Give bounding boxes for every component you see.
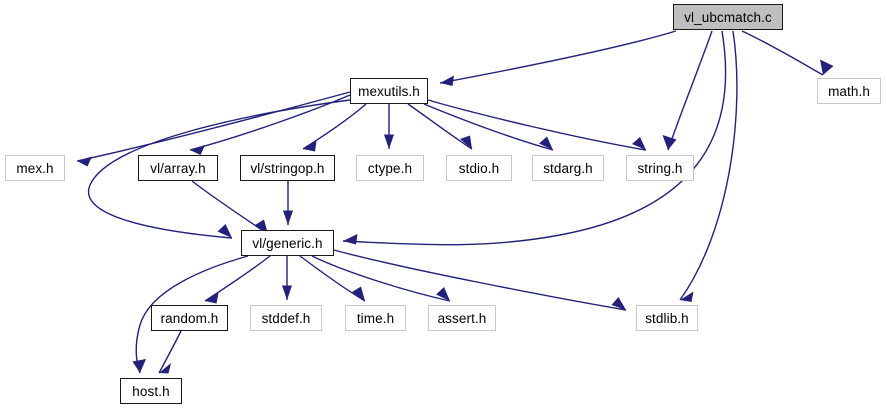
edge-vl_ubcmatch_c-to-vl_generic_h (342, 30, 727, 246)
edge-line (302, 103, 367, 150)
graph-node-string-h[interactable]: string.h (626, 155, 694, 181)
edge-line (427, 99, 647, 151)
edge-line (342, 30, 727, 246)
arrowhead-icon (283, 210, 293, 225)
arrowhead-icon (820, 59, 834, 75)
arrowhead-icon (680, 291, 694, 302)
graph-node-mexutils-h[interactable]: mexutils.h (350, 78, 428, 104)
edge-line (189, 94, 351, 151)
edge-random_h-to-host_h (158, 330, 182, 374)
edge-line (191, 180, 269, 235)
graph-node-vl-array-h[interactable]: vl/array.h (138, 155, 218, 181)
edge-mexutils_h-to-vl_array_h (189, 94, 351, 155)
graph-node-math-h[interactable]: math.h (817, 78, 881, 104)
arrowhead-icon (384, 134, 394, 149)
edge-line (87, 99, 351, 239)
arrowhead-icon (217, 224, 232, 238)
edge-mexutils_h-to-mex_h (76, 91, 351, 167)
edge-vl_generic_h-to-random_h (204, 255, 271, 304)
graph-node-stdarg-h[interactable]: stdarg.h (532, 155, 604, 181)
arrowhead-icon (159, 363, 171, 374)
graph-node-mex-h[interactable]: mex.h (5, 155, 65, 181)
edge-line (333, 249, 627, 311)
graph-node-stdlib-h[interactable]: stdlib.h (636, 305, 698, 331)
graph-node-random-h[interactable]: random.h (151, 305, 228, 331)
arrowhead-icon (632, 137, 646, 150)
edge-line (311, 255, 451, 302)
edge-vl_generic_h-to-time_h (299, 255, 366, 302)
edge-line (667, 30, 713, 151)
edge-mexutils_h-to-stdarg_h (423, 103, 554, 151)
edge-mexutils_h-to-vl_generic_h (87, 99, 351, 239)
edge-line (423, 103, 554, 151)
edge-line (407, 103, 473, 150)
arrowhead-icon (539, 136, 553, 150)
edge-vl_array_h-to-vl_generic_h (191, 180, 269, 235)
edge-line (204, 255, 271, 302)
edge-line (158, 330, 182, 374)
arrowhead-icon (343, 234, 358, 245)
arrowhead-icon (662, 135, 677, 150)
edge-vl_generic_h-to-host_h (132, 255, 249, 374)
arrowhead-icon (611, 297, 626, 310)
arrowhead-icon (282, 285, 292, 300)
graph-node-vl-ubcmatch-c[interactable]: vl_ubcmatch.c (673, 4, 783, 30)
arrowhead-icon (132, 359, 146, 373)
edge-vl_ubcmatch_c-to-math_h (741, 30, 834, 76)
edge-mexutils_h-to-ctype_h (384, 104, 394, 149)
edge-mexutils_h-to-string_h (427, 99, 647, 151)
graph-node-stdio-h[interactable]: stdio.h (446, 155, 512, 181)
edge-vl_ubcmatch_c-to-mexutils_h (439, 30, 677, 86)
arrowhead-icon (190, 145, 205, 155)
arrowhead-icon (77, 156, 92, 167)
edge-vl_ubcmatch_c-to-string_h (662, 30, 713, 151)
arrowhead-icon (303, 141, 317, 152)
graph-node-vl-stringop-h[interactable]: vl/stringop.h (240, 155, 335, 181)
edge-mexutils_h-to-vl_stringop_h (302, 103, 367, 152)
edge-line (76, 91, 351, 162)
edge-line (135, 255, 249, 374)
arrowhead-icon (440, 75, 454, 86)
graph-node-assert-h[interactable]: assert.h (428, 305, 496, 331)
arrowhead-icon (352, 286, 365, 301)
edge-vl_ubcmatch_c-to-stdlib_h (679, 30, 738, 302)
edge-vl_stringop_h-to-vl_generic_h (283, 181, 293, 225)
edge-mexutils_h-to-stdio_h (407, 103, 473, 150)
edge-vl_generic_h-to-stdlib_h (333, 249, 627, 311)
graph-node-time-h[interactable]: time.h (345, 305, 406, 331)
graph-node-host-h[interactable]: host.h (120, 378, 182, 404)
graph-node-vl-generic-h[interactable]: vl/generic.h (241, 230, 334, 256)
arrowhead-icon (436, 287, 450, 301)
arrowhead-icon (205, 293, 219, 304)
edge-line (741, 30, 824, 76)
edge-vl_generic_h-to-assert_h (311, 255, 451, 302)
arrowhead-icon (460, 135, 472, 149)
edge-line (439, 30, 677, 84)
edge-vl_generic_h-to-stddef_h (282, 256, 292, 300)
edge-line (679, 30, 738, 301)
graph-node-stddef-h[interactable]: stddef.h (250, 305, 322, 331)
edge-line (299, 255, 366, 302)
graph-node-ctype-h[interactable]: ctype.h (356, 155, 424, 181)
